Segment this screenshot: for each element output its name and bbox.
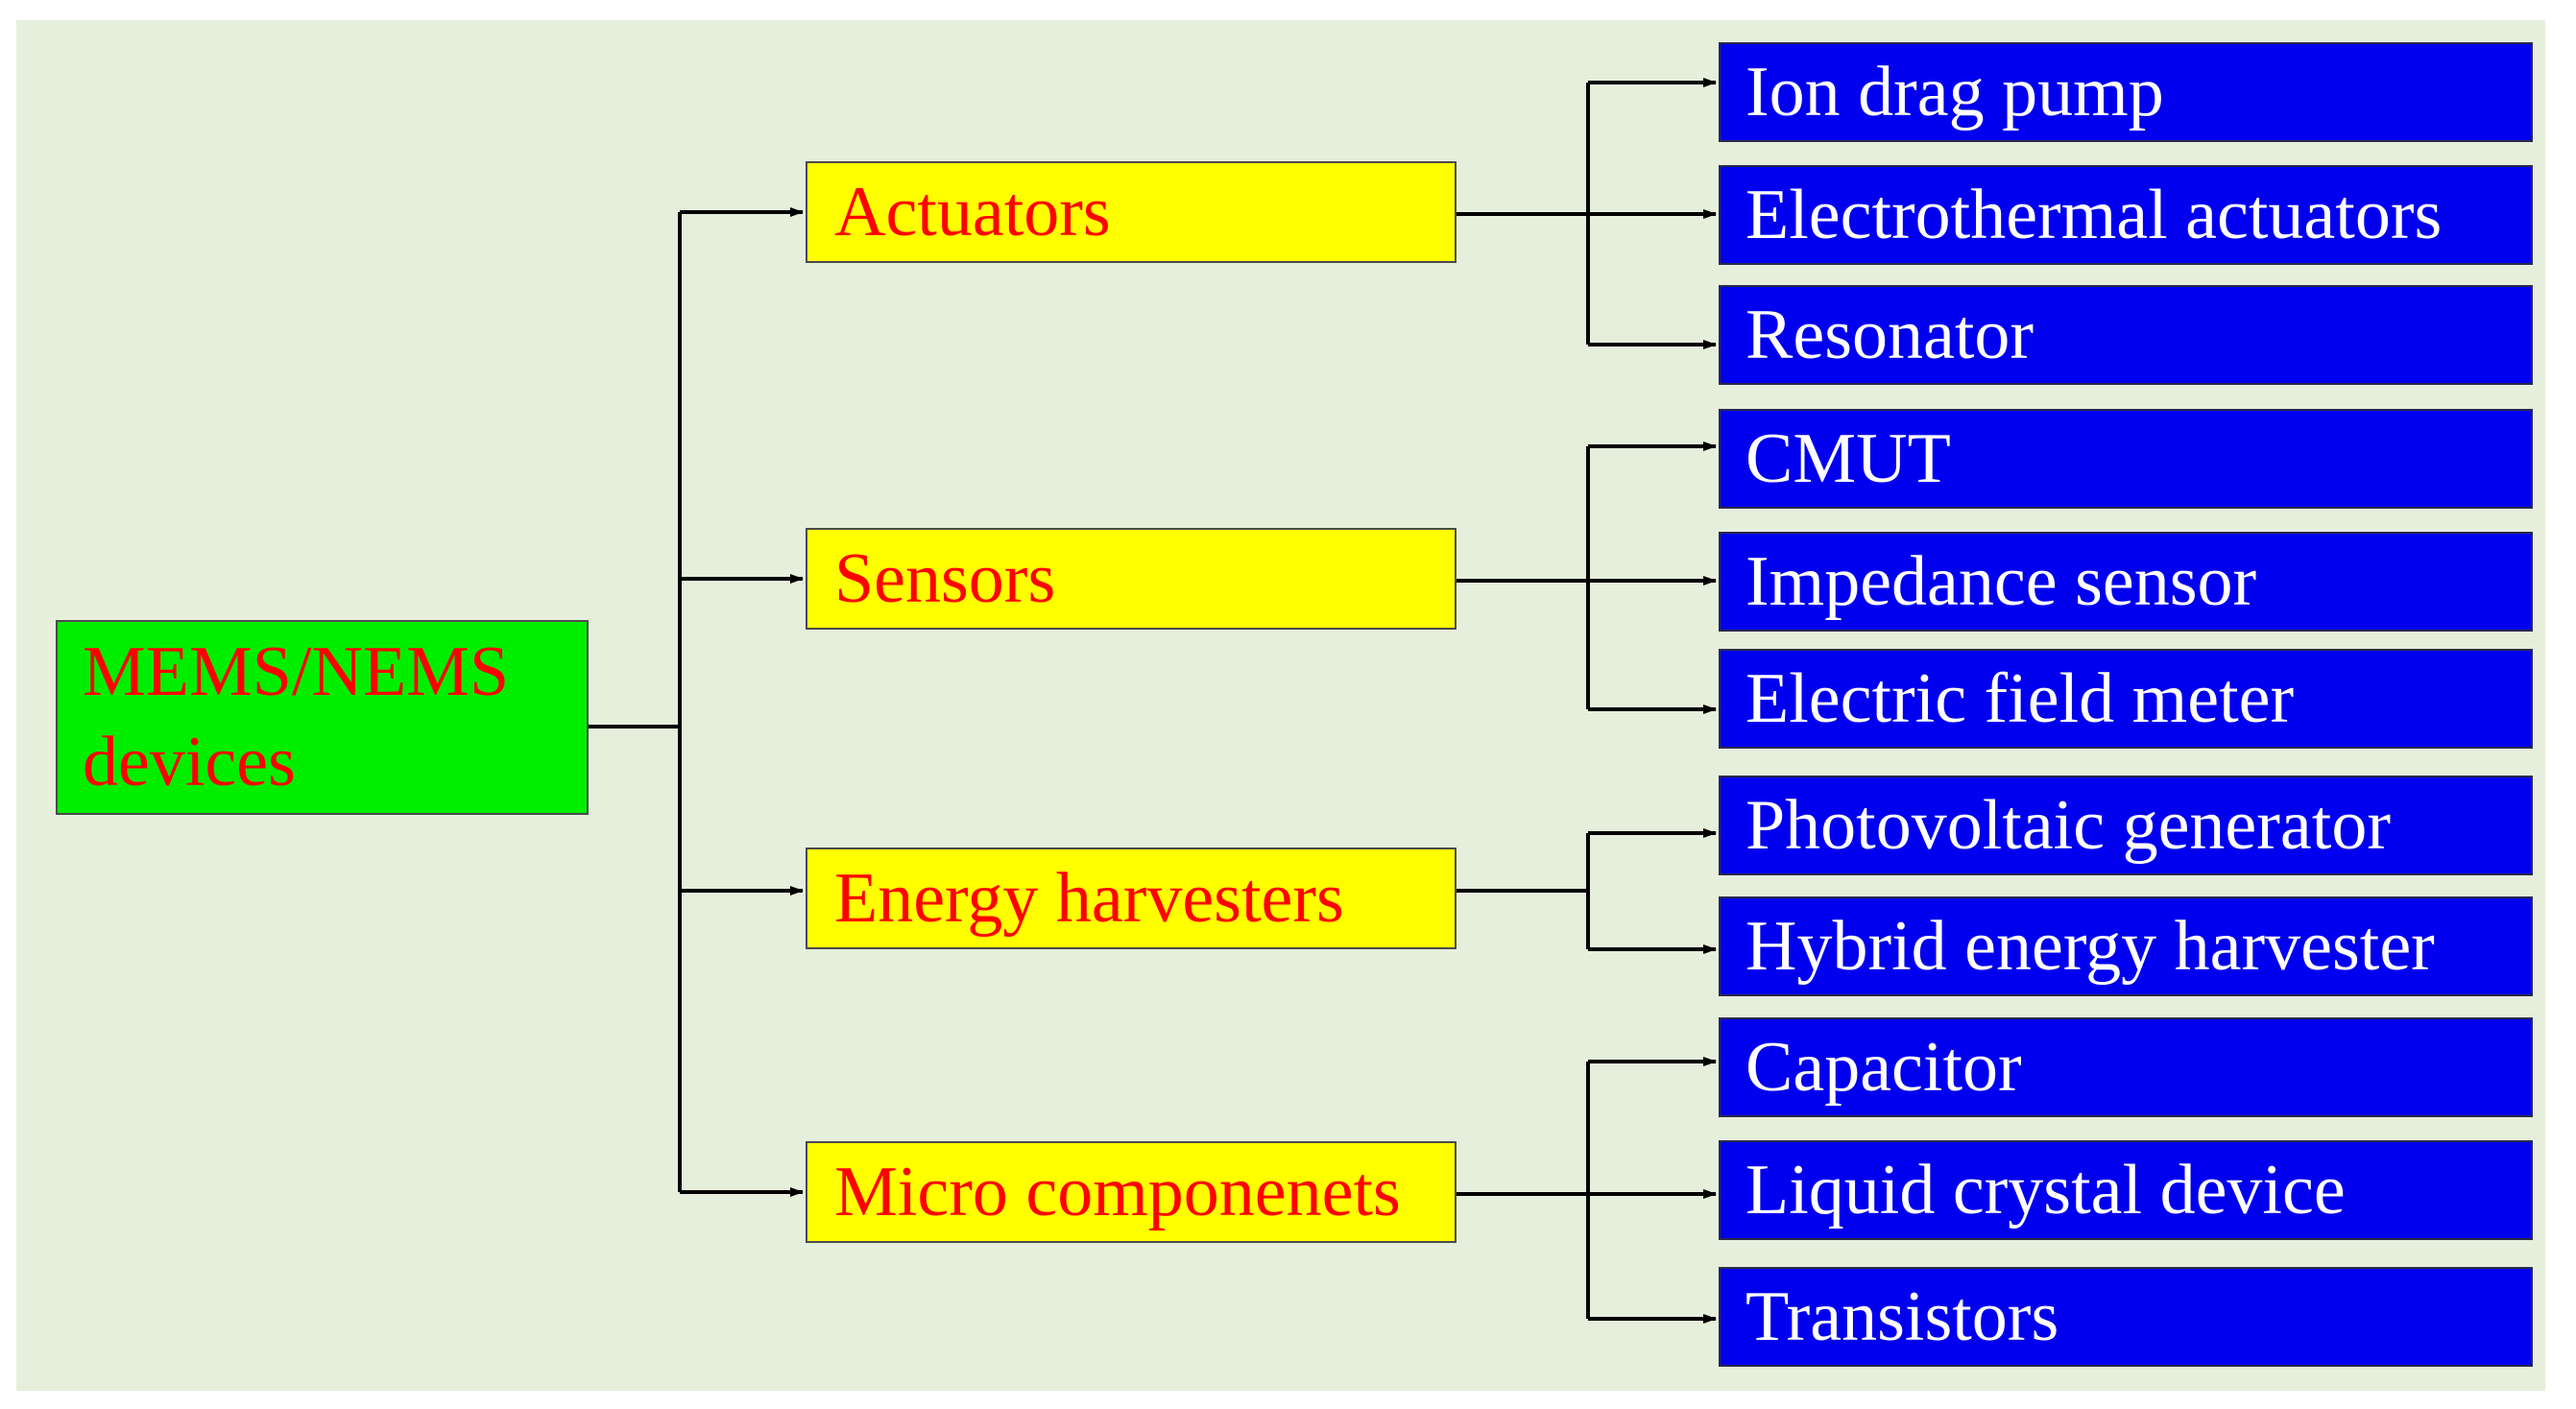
leaf-node-photovoltaic-generator: Photovoltaic generator [1719, 776, 2533, 875]
leaf-node-liquid-crystal-device: Liquid crystal device [1719, 1140, 2533, 1240]
leaf-node-hybrid-energy-harvester: Hybrid energy harvester [1719, 896, 2533, 996]
leaf-node-capacitor: Capacitor [1719, 1017, 2533, 1117]
category-node-sensors: Sensors [806, 528, 1457, 630]
leaf-node-ion-drag-pump: Ion drag pump [1719, 42, 2533, 142]
leaf-node-resonator: Resonator [1719, 285, 2533, 385]
leaf-node-transistors: Transistors [1719, 1267, 2533, 1367]
leaf-node-impedance-sensor: Impedance sensor [1719, 532, 2533, 632]
leaf-node-electrothermal-actuators: Electrothermal actuators [1719, 165, 2533, 265]
category-node-energy-harvesters: Energy harvesters [806, 848, 1457, 949]
category-node-actuators: Actuators [806, 161, 1457, 263]
leaf-node-cmut: CMUT [1719, 409, 2533, 509]
category-node-micro-componenets: Micro componenets [806, 1141, 1457, 1243]
leaf-node-electric-field-meter: Electric field meter [1719, 649, 2533, 749]
root-node-mems-nems-devices: MEMS/NEMS devices [56, 620, 589, 815]
